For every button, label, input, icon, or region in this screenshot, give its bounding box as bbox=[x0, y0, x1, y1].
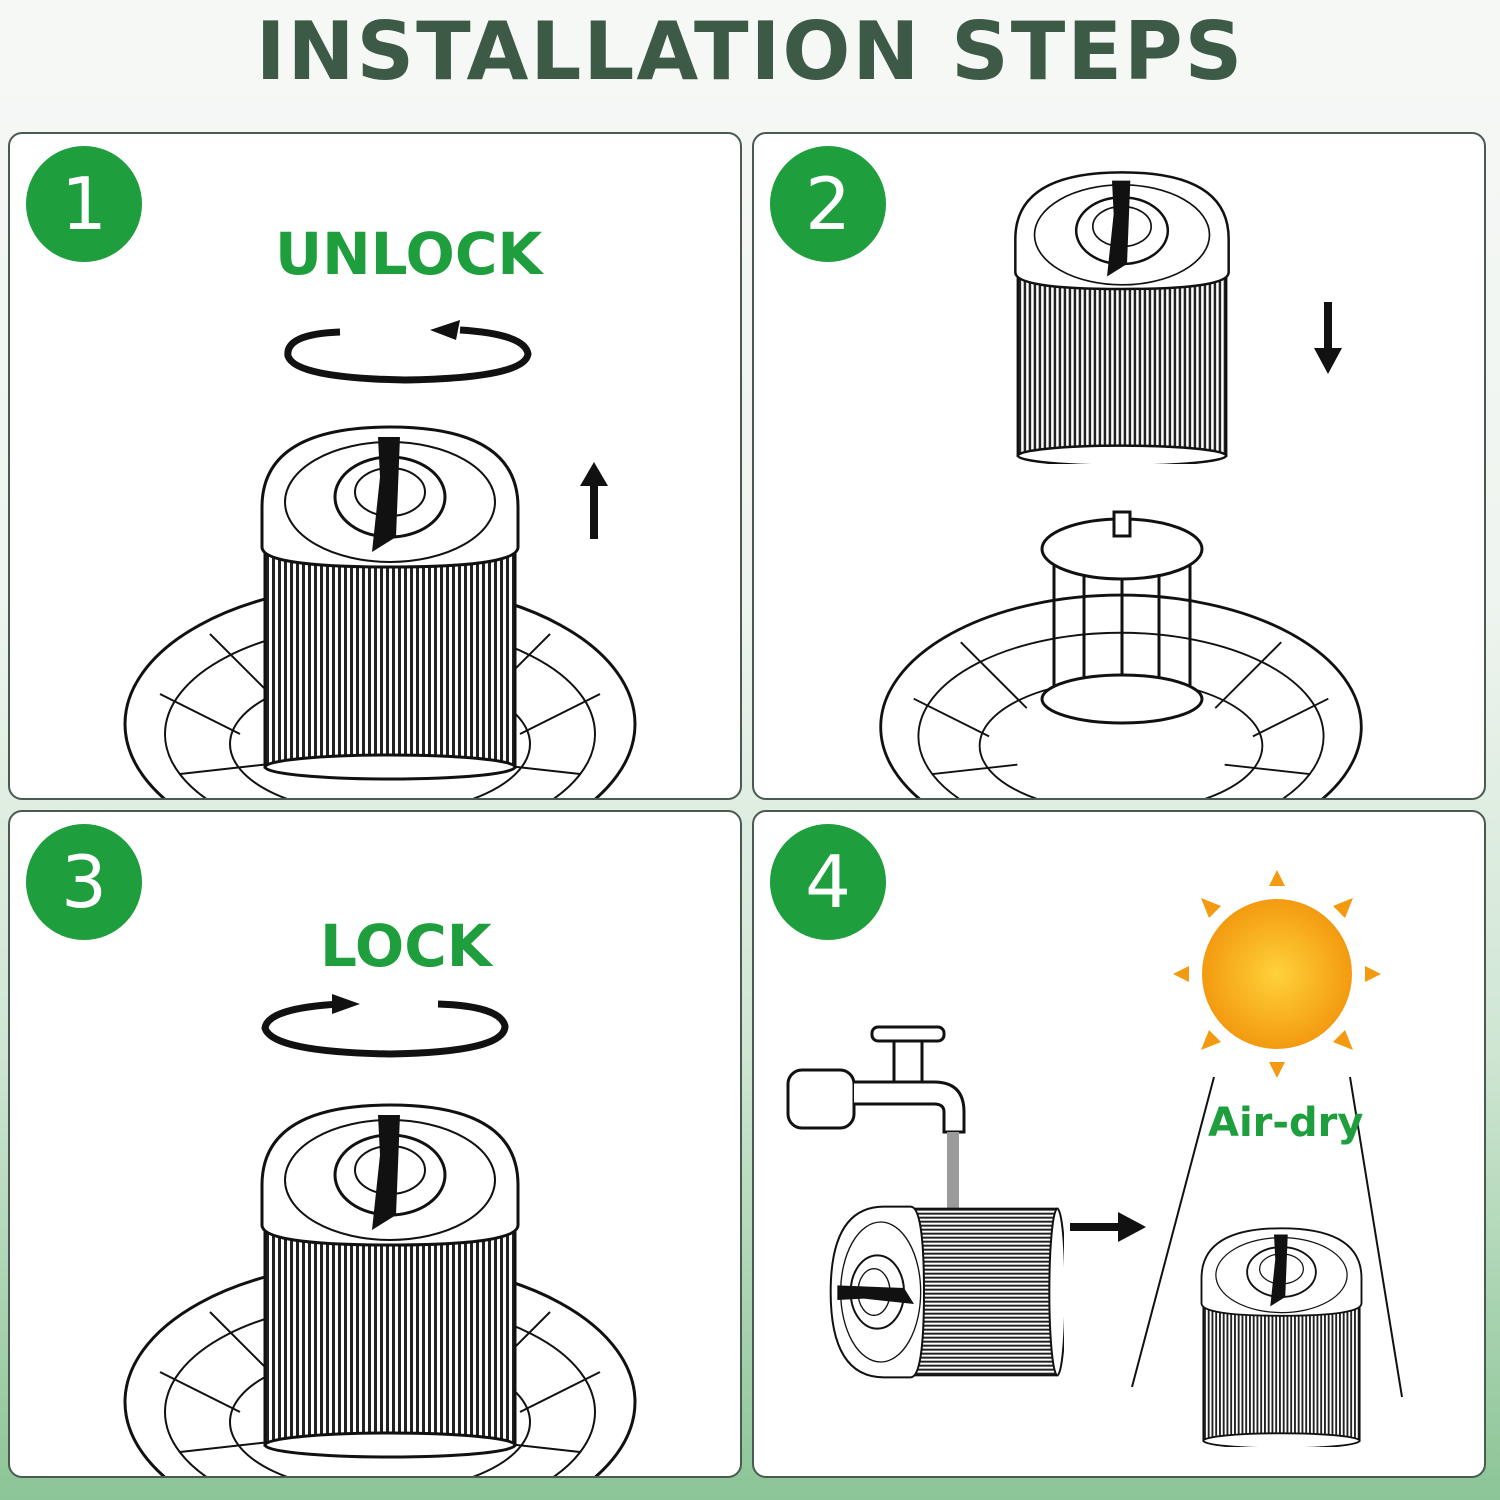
step-2-illustration bbox=[879, 171, 1363, 798]
unlock-label: UNLOCK bbox=[275, 220, 543, 288]
step-3-illustration bbox=[123, 994, 637, 1476]
step-4-panel: 4 Air-dry bbox=[752, 810, 1486, 1478]
step-number-badge: 1 bbox=[26, 146, 142, 262]
right-arrow-icon bbox=[1070, 1212, 1146, 1242]
step-3-panel: 3 LOCK bbox=[8, 810, 742, 1478]
step-number-badge: 2 bbox=[770, 146, 886, 262]
lock-label: LOCK bbox=[320, 912, 492, 980]
step-number-badge: 3 bbox=[26, 824, 142, 940]
counterclockwise-rotate-arrow-icon bbox=[284, 320, 532, 384]
step-4-illustration bbox=[786, 870, 1403, 1447]
step-1-panel: 1 UNLOCK bbox=[8, 132, 742, 800]
step-number-badge: 4 bbox=[770, 824, 886, 940]
page-title: INSTALLATION STEPS bbox=[255, 5, 1245, 98]
step-1-illustration bbox=[123, 320, 637, 798]
sun-icon bbox=[1173, 870, 1381, 1078]
up-arrow-icon bbox=[580, 462, 608, 539]
air-dry-label: Air-dry bbox=[1208, 1100, 1364, 1146]
down-arrow-icon bbox=[1314, 302, 1342, 374]
clockwise-rotate-arrow-icon bbox=[261, 994, 509, 1058]
faucet-icon bbox=[786, 1025, 966, 1232]
step-2-panel: 2 bbox=[752, 132, 1486, 800]
